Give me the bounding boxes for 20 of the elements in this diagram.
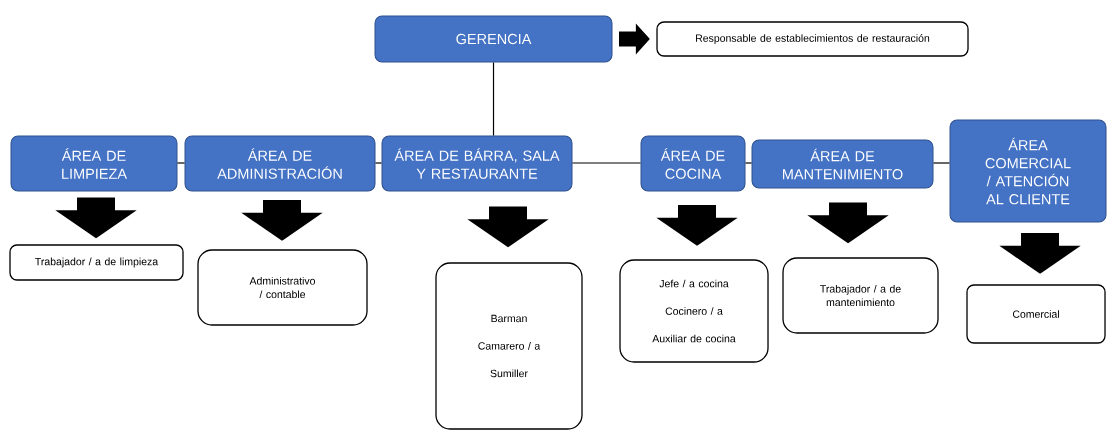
area-box: ÁREA DE LIMPIEZA [10,135,178,192]
area-box: ÁREA DE COCINA [640,135,746,192]
connector-line [374,162,383,164]
role-box: Jefe / a cocina Cocinero / a Auxiliar de cocina [619,259,769,363]
role-box: Administrativo / contable [197,249,368,326]
connector-line [744,162,753,164]
role-box: Barman Camarero / a Sumiller [435,262,583,430]
area-box: ÁREA DE ADMINISTRACIÓN [184,135,376,192]
connector-line [176,162,186,164]
area-box: ÁREA DE MANTENIMIENTO [751,139,934,189]
role-box: Trabajador / a de limpieza [9,244,184,281]
area-box: ÁREA DE BÁRRA, SALA Y RESTAURANTE [381,135,573,192]
connector-line [571,162,642,164]
role-box: Responsable de establecimientos de restauración [656,21,969,57]
area-box: ÁREA COMERCIAL / ATENCIÓN AL CLIENTE [949,119,1107,223]
connector-line [932,162,951,164]
area-box: GERENCIA [374,15,613,63]
connector-line [492,61,495,137]
role-box: Trabajador / a de mantenimiento [782,257,939,334]
role-box: Comercial [966,284,1106,344]
